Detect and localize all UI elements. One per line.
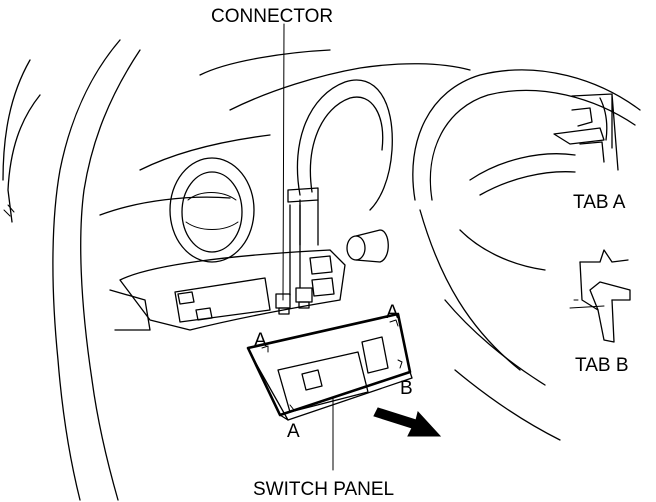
callout-a-bottom: A bbox=[287, 421, 300, 442]
ignition-knob bbox=[346, 229, 389, 263]
switch-panel bbox=[246, 312, 413, 421]
connector-leader bbox=[282, 23, 285, 301]
tab-b-label: TAB B bbox=[575, 355, 629, 376]
tab-a-label: TAB A bbox=[573, 192, 626, 213]
a-pillar bbox=[2, 39, 141, 501]
callout-a-top: A bbox=[386, 302, 399, 323]
callout-a-left: A bbox=[254, 330, 267, 351]
dashboard-top bbox=[99, 49, 471, 216]
callout-b: B bbox=[400, 378, 413, 399]
console-opening bbox=[109, 249, 346, 331]
connector-label: CONNECTOR bbox=[211, 6, 333, 27]
tab-b-detail bbox=[569, 249, 631, 343]
switch-panel-label: SWITCH PANEL bbox=[253, 479, 394, 500]
air-vent bbox=[169, 157, 255, 263]
steering-wheel bbox=[412, 69, 641, 441]
removal-arrow bbox=[373, 407, 442, 437]
tab-a-detail bbox=[553, 93, 619, 171]
connector-plugs bbox=[275, 204, 313, 315]
instrument-cluster bbox=[287, 79, 393, 246]
